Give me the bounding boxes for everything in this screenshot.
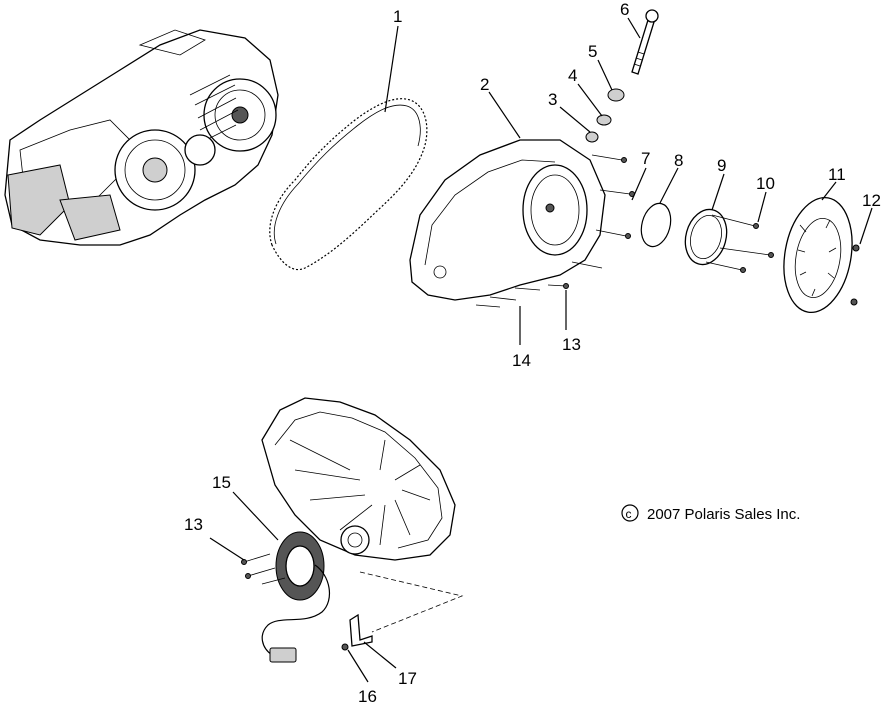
callout-10: 10 [756,174,775,193]
inspection-cover-part-11 [783,196,853,314]
bolts-part-13-lower [241,553,286,585]
callout-16: 16 [358,687,377,705]
stator-part-15 [275,531,325,601]
screws-part-12 [850,244,860,306]
inner-clutch-housing [261,397,456,561]
copyright-symbol-icon [621,504,639,522]
gasket-part-1 [269,98,428,271]
o-ring-part-8 [640,202,672,248]
callout-7: 7 [641,149,650,168]
callout-4: 4 [568,66,577,85]
dipstick-part-6 [631,9,659,75]
callout-6: 6 [620,0,629,19]
callout-12: 12 [862,191,881,210]
leader-lines [209,17,873,683]
callout-17: 17 [398,669,417,688]
copyright-symbol-letter: c [626,507,632,521]
screw-part-16 [341,643,349,651]
engine-assembly [4,29,279,246]
callout-1: 1 [393,7,402,26]
copyright-text: 2007 Polaris Sales Inc. [647,506,800,523]
callout-3: 3 [548,90,557,109]
plug-part-4 [596,114,612,126]
reference-lines [359,571,464,633]
screws-part-7 [571,154,635,269]
wire-harness [261,564,331,663]
copyright-notice: c 2007 Polaris Sales Inc. [621,504,800,523]
bracket-part-17 [349,613,373,647]
screws-part-10 [705,214,774,273]
callout-labels: 1 2 3 4 5 6 7 8 9 10 11 12 13 14 15 13 1… [184,0,881,705]
clutch-cover-part-2 [409,139,606,301]
plug-part-5 [607,88,625,102]
callout-15: 15 [212,473,231,492]
bolts-part-13-14 [475,283,569,308]
callout-13-lower: 13 [184,515,203,534]
callout-2: 2 [480,75,489,94]
ring-part-9 [684,208,728,266]
callout-8: 8 [674,151,683,170]
callout-14: 14 [512,351,531,370]
callout-5: 5 [588,42,597,61]
callout-9: 9 [717,156,726,175]
callout-13-upper: 13 [562,335,581,354]
plug-part-3 [585,131,599,143]
callout-11: 11 [828,165,846,184]
